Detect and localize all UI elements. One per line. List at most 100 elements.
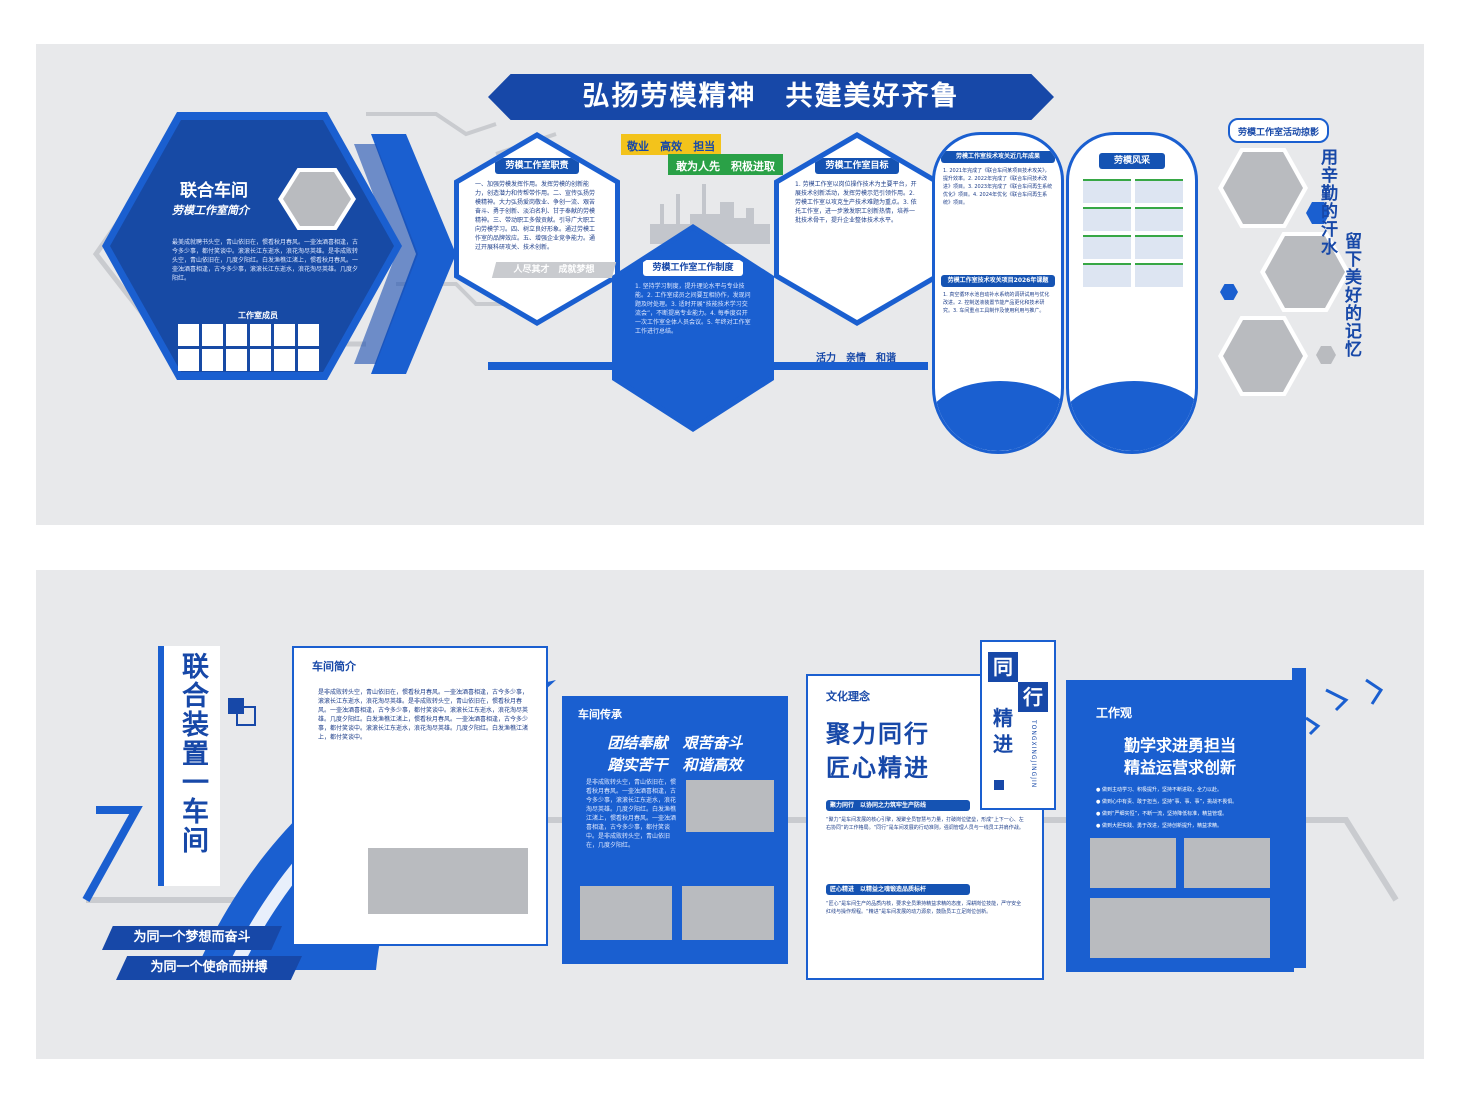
style-photo (1083, 263, 1131, 287)
style-photo-grid (1083, 179, 1183, 287)
work-view-title: 工作观 (1096, 706, 1133, 720)
work-view-bullet: ● 做到“严细实恒”，不断一流，坚持降低标准，精益管理。 (1096, 811, 1228, 817)
culture-body2: “匠心”是车间生产的品质内核，要求全员秉持精益求精的态度，深耕岗位技能，严守安全… (826, 901, 1022, 915)
activity-photo-inner (1223, 152, 1303, 224)
member-photo (178, 349, 199, 371)
system-body: 1. 坚持学习制度，提升理论水平与专业技能。2. 工作室成员之间要互相协作，发现… (635, 283, 751, 335)
heritage-card: 车间传承 团结奉献 艰苦奋斗 踏实苦干 和谐高效 是非成败转头空，青山依旧在，惯… (562, 696, 788, 964)
work-view-photo (1184, 838, 1270, 888)
culture-line2: 匠心精进 (826, 754, 930, 782)
work-view-bullet: ● 做到大胆实践、勇于改进，坚持创新提升，精益求精。 (1096, 823, 1222, 829)
work-view-line1: 勤学求进勇担当 (1123, 736, 1236, 755)
top-display-wall: 联合车间 劳模工作室简介 最美成就聘书头空，青山依旧在，惯看秋月春风。一壶浊酒喜… (36, 44, 1424, 525)
activity-photo-inner (1265, 236, 1345, 308)
member-photo (202, 324, 223, 346)
top-banner: 弘扬劳模精神 共建美好齐鲁 (488, 74, 1054, 120)
tongxing-char: 精 (993, 706, 1013, 730)
duty-body: 一、加强劳模发挥作用。发挥劳模的创新能力，创造潜力和传帮带作用。二、宣传弘扬劳模… (475, 181, 596, 251)
slogan-1: 为同一个梦想而奋斗 (102, 926, 282, 950)
slogan-2: 为同一个使命而拼搏 (116, 956, 302, 980)
achievements-body: 1. 2021年完成了《联合车间某项目技术攻关》，提升效率。2. 2022年完成… (943, 168, 1053, 206)
style-photo (1083, 179, 1131, 203)
tongxing-char: 进 (993, 732, 1013, 756)
culture-sub2: 匠心精进 以精益之魂锻造品质标杆 (826, 884, 970, 895)
decor-hex (1306, 202, 1330, 224)
members-label: 工作室成员 (238, 311, 278, 320)
workshop-intro-subtitle: 劳模工作室简介 (172, 204, 249, 217)
member-photo (226, 324, 247, 346)
leader-photo-inner (283, 172, 351, 226)
workshop-intro-title: 联合车间 (180, 181, 248, 201)
tongxing-pinyin: TONGXINGJINGJIN (1030, 720, 1037, 789)
factory-silhouette (650, 184, 770, 244)
tongxing-char: 行 (1018, 682, 1048, 712)
heritage-title: 车间传承 (578, 708, 622, 721)
slogan-tag: 敬业 (627, 140, 649, 153)
top-banner-text: 弘扬劳模精神 共建美好齐鲁 (582, 81, 960, 112)
member-photo (298, 349, 319, 371)
style-wave (1069, 381, 1195, 451)
slogan-tag: 高效 (660, 140, 683, 153)
style-photo (1135, 179, 1183, 203)
intro-card: 车间简介 是非成败转头空，青山依旧在，惯看秋月春风。一壶浊酒喜相逢，古今多少事，… (292, 646, 548, 946)
tongxing-char: 同 (988, 652, 1018, 682)
achievements-title: 劳模工作室技术攻关近几年成果 (941, 151, 1055, 163)
heritage-photo (580, 886, 672, 940)
slogan-tags: 敬业 高效 担当 (621, 134, 722, 155)
member-photo (274, 349, 295, 371)
workshop-intro-body: 最美成就聘书头空，青山依旧在，惯看秋月春风。一壶浊酒喜相逢，古今多少事，都付笑谈… (172, 239, 358, 282)
heritage-line1: 团结奉献 艰苦奋斗 (607, 734, 743, 752)
style-photo (1135, 263, 1183, 287)
culture-sub1: 聚力同行 以协同之力筑牢生产防线 (826, 800, 970, 811)
activity-title: 劳模工作室活动掠影 (1228, 118, 1330, 143)
member-photo (298, 324, 319, 346)
achievements-wave (935, 381, 1061, 451)
member-photo (202, 349, 223, 371)
style-panel: 劳模风采 (1066, 132, 1198, 454)
top-base-bar (488, 362, 928, 370)
workshop-vertical-title-box: 联合装置一车间 (158, 646, 220, 886)
decor-square (994, 780, 1004, 790)
intro-photo (368, 848, 528, 914)
decor-square (236, 706, 256, 726)
member-photo (250, 349, 271, 371)
member-photo (274, 324, 295, 346)
decor-bar (1292, 668, 1306, 968)
heritage-photo (682, 886, 774, 940)
member-photo (178, 324, 199, 346)
style-photo (1083, 235, 1131, 259)
style-photo (1135, 235, 1183, 259)
intro-body: 是非成败转头空，青山依旧在，惯看秋月春风。一壶浊酒喜相逢，古今多少事，滚滚长江东… (318, 689, 529, 741)
culture-line1: 聚力同行 (826, 720, 930, 748)
member-photo (250, 324, 271, 346)
culture-body1: “聚力”是车间发展的核心引擎，凝聚全员智慧与力量，打破岗位壁垒，形成“上下一心、… (826, 817, 1024, 831)
decor-hex (1220, 284, 1238, 300)
goal-title: 劳模工作室目标 (815, 158, 899, 174)
work-view-line2: 精益运营求创新 (1123, 758, 1236, 777)
work-view-bullet: ● 做到主动学习、积极提升，坚持不断进取，全力以赴。 (1096, 787, 1222, 793)
achievements-body2: 1. 真空循环水池自动补水系统的调研试用与优化改进。2. 控制送液装置节能产品更… (943, 292, 1050, 314)
system-title: 劳模工作室工作制度 (643, 260, 743, 276)
decor-hex (1316, 346, 1336, 364)
achievements-panel: 劳模工作室技术攻关近几年成果 1. 2021年完成了《联合车间某项目技术攻关》，… (932, 132, 1064, 454)
member-photo-grid (178, 324, 328, 371)
activity-photo-inner (1223, 320, 1303, 392)
member-photo (226, 349, 247, 371)
achievements-subtitle: 劳模工作室技术攻关项目2026年课题 (941, 275, 1055, 287)
activity-vertical-right: 留下美好的记忆 (1341, 232, 1361, 358)
work-view-bullets: ● 做到主动学习、积极提升，坚持不断进取，全力以赴。 ● 做到心中有责、敢于担当… (1096, 784, 1276, 832)
activity-vertical-left: 用辛勤的汗水 (1317, 148, 1337, 256)
intro-title: 车间简介 (312, 660, 356, 673)
bottom-display-wall: 联合装置一车间 为同一个梦想而奋斗 为同一个使命而拼搏 车间简介 是非成败转头空… (36, 570, 1424, 1059)
work-view-card: 工作观 勤学求进勇担当 精益运营求创新 ● 做到主动学习、积极提升，坚持不断进取… (1066, 680, 1294, 972)
slogan-green: 敢为人先 积极进取 (668, 154, 783, 175)
workshop-vertical-title: 联合装置一车间 (177, 652, 208, 855)
work-view-photo (1090, 898, 1270, 958)
heritage-line2: 踏实苦干 和谐高效 (607, 756, 743, 774)
slogan-tag: 担当 (693, 140, 716, 153)
heritage-photo (686, 780, 774, 832)
work-view-bullet: ● 做到心中有责、敢于担当，坚持“事、事、事”，挑战不畏惧。 (1096, 799, 1238, 805)
tongxing-box: 同 行 精 进 TONGXINGJINGJIN (980, 640, 1056, 810)
style-title: 劳模风采 (1099, 153, 1165, 169)
slogan-bottom-right: 活力 亲情 和谐 (816, 353, 896, 364)
